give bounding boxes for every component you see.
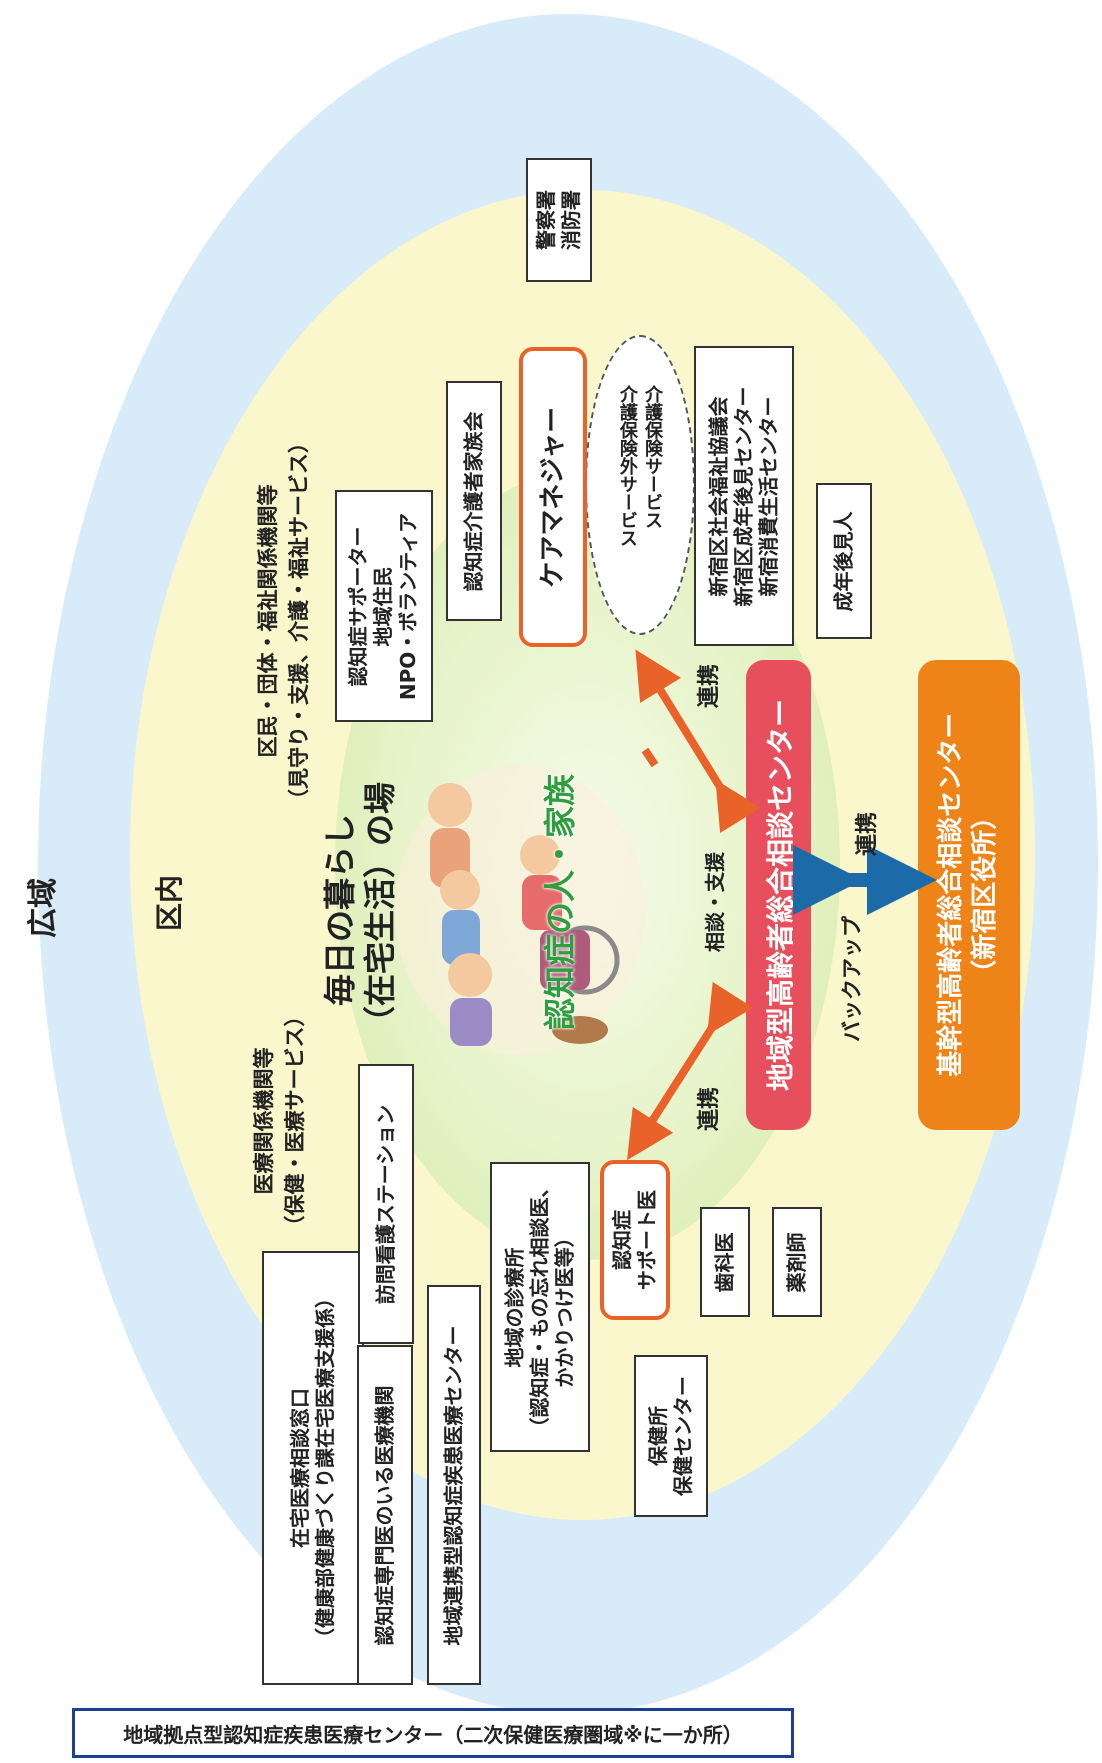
- link-label-bottom: 連携: [697, 1087, 722, 1132]
- pharmacist-box: 薬剤師: [772, 1207, 822, 1317]
- regional-center-box: 地域連携型認知症疾患医療センター: [427, 1285, 481, 1685]
- link-label-center: 連携: [855, 812, 880, 857]
- base-center-box: 地域拠点型認知症疾患医療センター（二次保健医療圏域※に一か所）: [72, 1708, 794, 1758]
- arrow-care-manager-link: [635, 649, 762, 834]
- support-doctor-box: 認知症 サポート医: [600, 1160, 670, 1320]
- backup-label: バックアップ: [840, 916, 864, 1042]
- person-figure-2: [440, 870, 480, 965]
- welfare-box: 新宿区社会福祉協議会 新宿区成年後見センター 新宿消費生活センター: [694, 346, 794, 646]
- wheelchair: [540, 925, 620, 995]
- home-care-consult-box: 在宅医療相談窓口 （健康部健康づくり課在宅医療支援係）: [262, 1251, 364, 1685]
- arrow-support-doctor-link: [627, 981, 754, 1161]
- specialist-box: 認知症専門医のいる医療機関: [357, 1345, 413, 1685]
- dog: [552, 1016, 608, 1044]
- person-figure-4: [520, 835, 562, 930]
- family-illustration: [395, 765, 645, 1055]
- family-assoc-box: 認知症介護者家族会: [446, 381, 502, 621]
- police-fire-box: 警察署 消防署: [526, 158, 592, 282]
- guardian-box: 成年後見人: [816, 483, 872, 639]
- care-services-label: 介護保険サービス 介護保険外サービス: [616, 385, 663, 547]
- visiting-nurse-box: 訪問看護ステーション: [358, 1064, 414, 1344]
- clinic-box: 地域の診療所 （認知症・もの忘れ相談医、 かかりつけ医等）: [490, 1162, 590, 1452]
- supporters-box: 認知症サポーター 地域住民 NPO・ボランティア: [335, 490, 433, 722]
- dentist-box: 歯科医: [700, 1207, 750, 1317]
- person-figure-3: [448, 953, 492, 1046]
- care-manager-box: ケアマネジャー: [519, 347, 587, 647]
- base-center-text: 地域拠点型認知症疾患医療センター（二次保健医療圏域※に一か所）: [123, 1722, 743, 1747]
- link-label-top: 連携: [697, 664, 722, 709]
- health-center-box: 保健所 保健センター: [634, 1355, 708, 1517]
